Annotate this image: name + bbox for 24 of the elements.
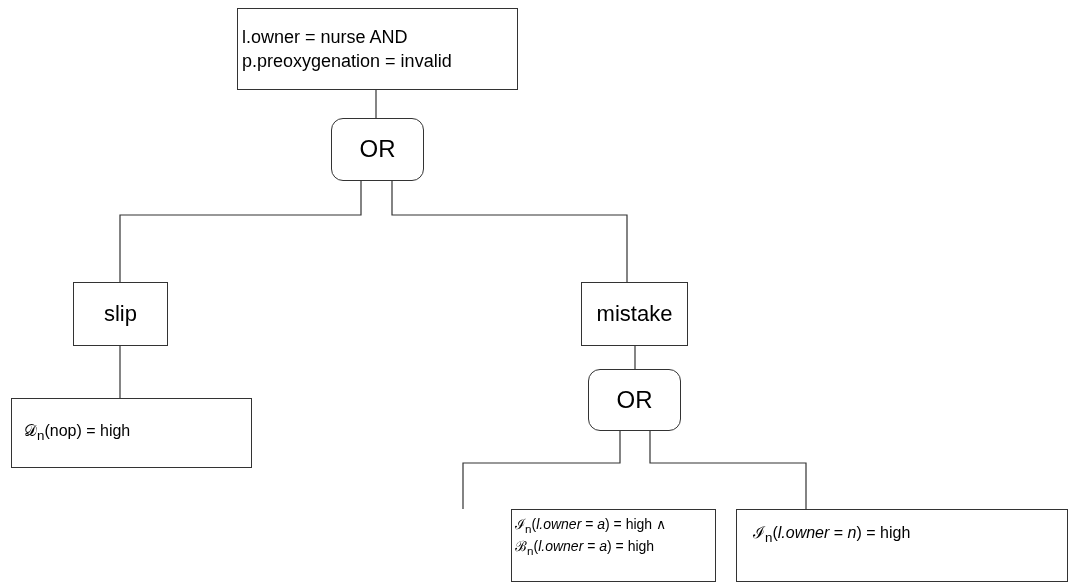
node-text: ℬ$_{n}$(l.owner = a) = high (515, 536, 656, 559)
node-text: mistake (595, 300, 674, 329)
connector-line (375, 89, 377, 119)
connector-line (634, 345, 636, 370)
condition-box (237, 8, 518, 90)
connector-line (391, 180, 628, 283)
event-box (581, 282, 688, 346)
node-text: ℐ$_{n}$(l.owner = a) = high ∧ (515, 514, 668, 537)
or-gate-box (331, 118, 424, 181)
connector-line (462, 430, 621, 510)
node-text: OR (615, 384, 654, 415)
node-text: slip (103, 300, 138, 329)
node-text: 𝒟$_{n}$(nop) = high (24, 421, 132, 446)
connector-line (119, 180, 362, 283)
condition-box (511, 509, 716, 582)
connector-line (119, 345, 121, 399)
condition-box (736, 509, 1068, 582)
or-gate-box (588, 369, 681, 431)
node-text: l.owner = nurse AND p.preoxygenation = invalid (242, 25, 453, 73)
event-box (73, 282, 168, 346)
node-text: OR (358, 134, 397, 165)
node-text: ℐ$_{n}$(l.owner = n) = high (753, 522, 912, 548)
connector-line (649, 430, 807, 510)
condition-box (11, 398, 252, 468)
